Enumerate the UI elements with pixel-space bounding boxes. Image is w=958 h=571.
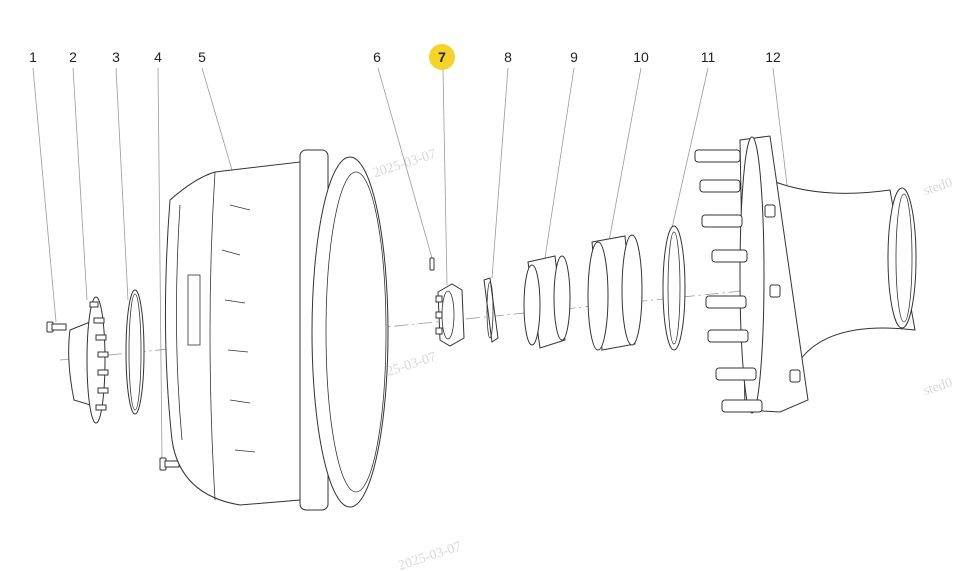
- callout-9[interactable]: 9: [570, 49, 578, 65]
- callout-8[interactable]: 8: [504, 49, 512, 65]
- part-6-pin: [429, 257, 435, 271]
- callout-5[interactable]: 5: [198, 49, 206, 65]
- callout-numbers: 1 2 3 4 5 6 7 8 9 10 11 12: [29, 49, 781, 65]
- watermark: 2025-03-07: [397, 539, 464, 571]
- callout-12[interactable]: 12: [765, 49, 781, 65]
- callout-10[interactable]: 10: [633, 49, 649, 65]
- callout-3[interactable]: 3: [112, 49, 120, 65]
- callout-1[interactable]: 1: [29, 49, 37, 65]
- part-11-seal: [662, 225, 686, 351]
- callout-11[interactable]: 11: [701, 49, 716, 65]
- part-3-gasket: [125, 289, 145, 415]
- callout-2[interactable]: 2: [69, 49, 77, 65]
- part-8-washer: [483, 277, 499, 343]
- part-12-wheel-hub: [694, 135, 917, 414]
- callout-4[interactable]: 4: [154, 49, 162, 65]
- leader-lines: [32, 67, 791, 461]
- part-2-hub-cap: [68, 296, 109, 424]
- watermark: sted0: [922, 175, 955, 198]
- part-10-inner-bearing: [587, 234, 643, 351]
- callout-7[interactable]: 7: [438, 49, 446, 65]
- active-callout-highlight: [429, 44, 455, 70]
- watermark: sted0: [922, 375, 955, 398]
- part-5-brake-drum: [164, 149, 389, 511]
- part-1-bolt: [46, 321, 67, 333]
- part-4-screw: [159, 457, 180, 471]
- part-7-nut: [435, 283, 465, 347]
- part-9-outer-bearing: [523, 255, 571, 349]
- callout-6[interactable]: 6: [373, 49, 381, 65]
